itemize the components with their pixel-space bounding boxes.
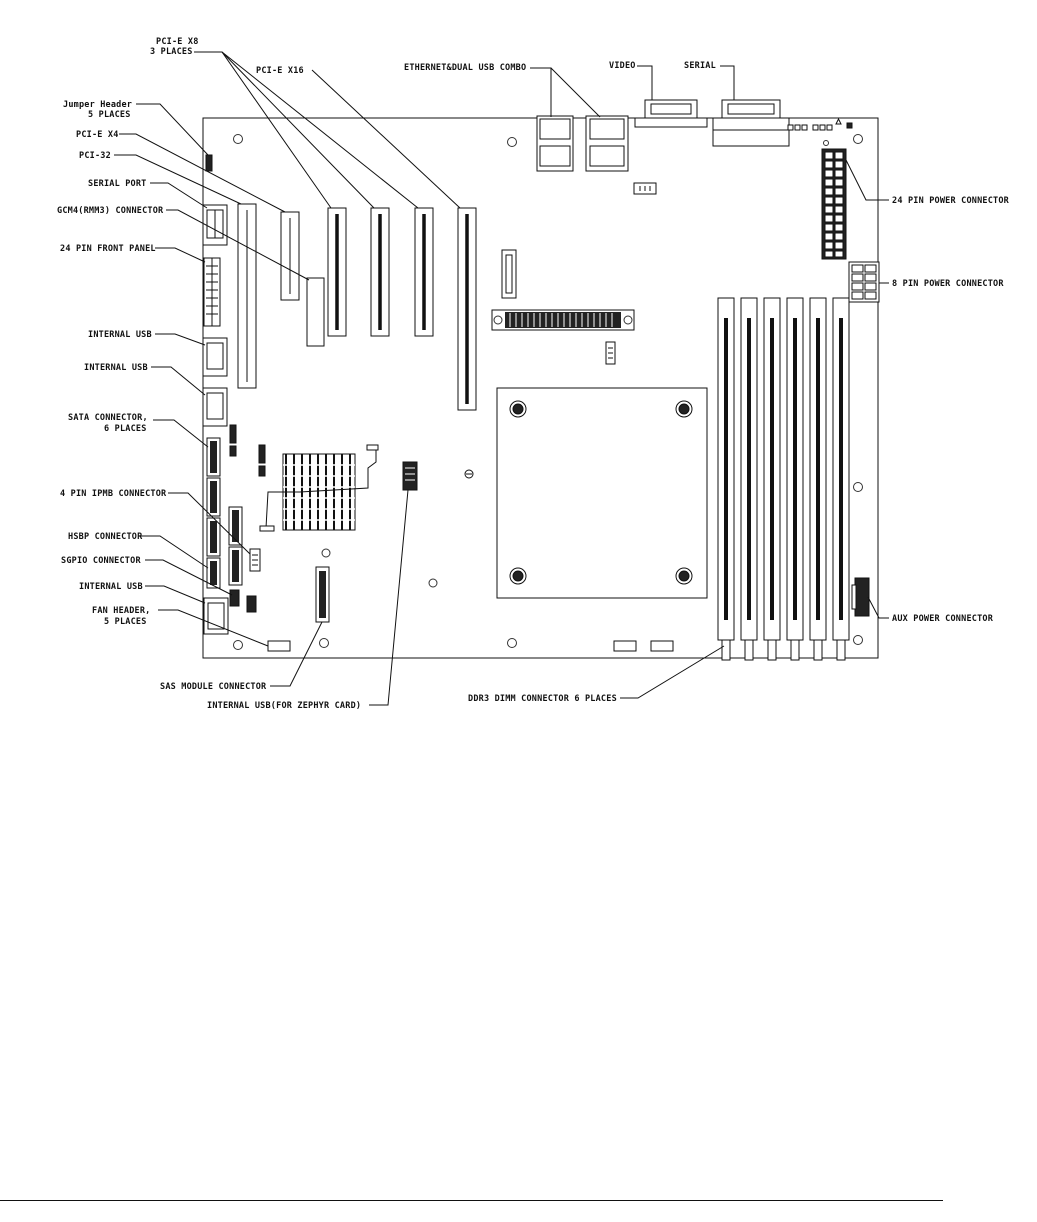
small-header-above-cpu xyxy=(605,341,616,365)
pci32-slot xyxy=(237,203,257,389)
front-panel-header xyxy=(203,257,221,327)
cpu-socket xyxy=(496,387,708,599)
page-footer-rule xyxy=(0,1200,943,1201)
jumper-header xyxy=(205,154,213,172)
label-aux-power: AUX POWER CONNECTOR xyxy=(892,614,994,624)
chipset-heatsink xyxy=(259,444,379,532)
horizontal-connector xyxy=(491,309,635,331)
label-video: VIDEO xyxy=(609,61,636,71)
pcie-x8-slot-3 xyxy=(414,207,434,337)
labels: PCI-E X8 3 PLACES PCI-E X16 ETHERNET&DUA… xyxy=(57,37,1010,711)
label-pcie-x16: PCI-E X16 xyxy=(256,66,304,76)
8-pin-power-connector xyxy=(848,261,880,303)
label-jumper-header: Jumper Header xyxy=(63,100,132,110)
ethernet-usb-combo-ports xyxy=(536,115,629,172)
zephyr-usb-header xyxy=(402,461,418,491)
label-gcm4: GCM4(RMM3) CONNECTOR xyxy=(57,206,164,216)
label-serial-port: SERIAL PORT xyxy=(88,179,147,189)
label-24-pin-power: 24 PIN POWER CONNECTOR xyxy=(892,196,1010,206)
label-pci32: PCI-32 xyxy=(79,151,111,161)
label-pcie-x8: PCI-E X8 xyxy=(156,37,199,47)
pcie-x4-slot xyxy=(280,211,300,301)
label-ddr3: DDR3 DIMM CONNECTOR 6 PLACES xyxy=(468,694,617,704)
internal-usb-header-2 xyxy=(202,387,228,427)
label-pcie-x8-places: 3 PLACES xyxy=(150,47,193,57)
aux-power-connector xyxy=(851,577,870,617)
pcie-x16-slot xyxy=(457,207,477,411)
label-ipmb: 4 PIN IPMB CONNECTOR xyxy=(60,489,167,499)
label-jumper-header-places: 5 PLACES xyxy=(88,110,131,120)
label-ethernet-usb: ETHERNET&DUAL USB COMBO xyxy=(404,63,526,73)
label-sata: SATA CONNECTOR, xyxy=(68,413,148,423)
pcie-x8-slot-2 xyxy=(370,207,390,337)
dimm-slots xyxy=(717,297,850,661)
pcie-x8-slot-1 xyxy=(327,207,347,337)
gcm4-connector xyxy=(306,277,325,347)
24-pin-power-connector xyxy=(821,140,847,260)
label-internal-usb-zephyr: INTERNAL USB(FOR ZEPHYR CARD) xyxy=(207,701,361,711)
label-sas-module: SAS MODULE CONNECTOR xyxy=(160,682,267,692)
video-connector xyxy=(634,99,708,128)
sata-connectors xyxy=(206,437,243,589)
label-serial: SERIAL xyxy=(684,61,716,71)
label-internal-usb-2: INTERNAL USB xyxy=(84,363,148,373)
fan-headers-bottom xyxy=(267,640,674,652)
label-internal-usb-1: INTERNAL USB xyxy=(88,330,152,340)
label-internal-usb-3: INTERNAL USB xyxy=(79,582,143,592)
label-sgpio: SGPIO CONNECTOR xyxy=(61,556,141,566)
serial-connector xyxy=(712,99,790,147)
label-fan-header-places: 5 PLACES xyxy=(104,617,147,627)
label-sata-places: 6 PLACES xyxy=(104,424,147,434)
label-fan-header: FAN HEADER, xyxy=(92,606,151,616)
mounting-holes xyxy=(233,134,863,650)
ipmb-sgpio-headers xyxy=(229,548,261,613)
fan-header-io xyxy=(633,182,657,195)
label-pcie-x4: PCI-E X4 xyxy=(76,130,119,140)
label-hsbp: HSBP CONNECTOR xyxy=(68,532,143,542)
vertical-socket xyxy=(501,249,517,299)
jumper-blocks xyxy=(229,424,266,477)
label-8-pin-power: 8 PIN POWER CONNECTOR xyxy=(892,279,1004,289)
label-front-panel: 24 PIN FRONT PANEL xyxy=(60,244,156,254)
status-leds xyxy=(787,117,853,131)
leader-lines xyxy=(114,51,889,706)
sas-module-connector xyxy=(315,566,330,623)
internal-usb-header-1 xyxy=(202,337,228,377)
